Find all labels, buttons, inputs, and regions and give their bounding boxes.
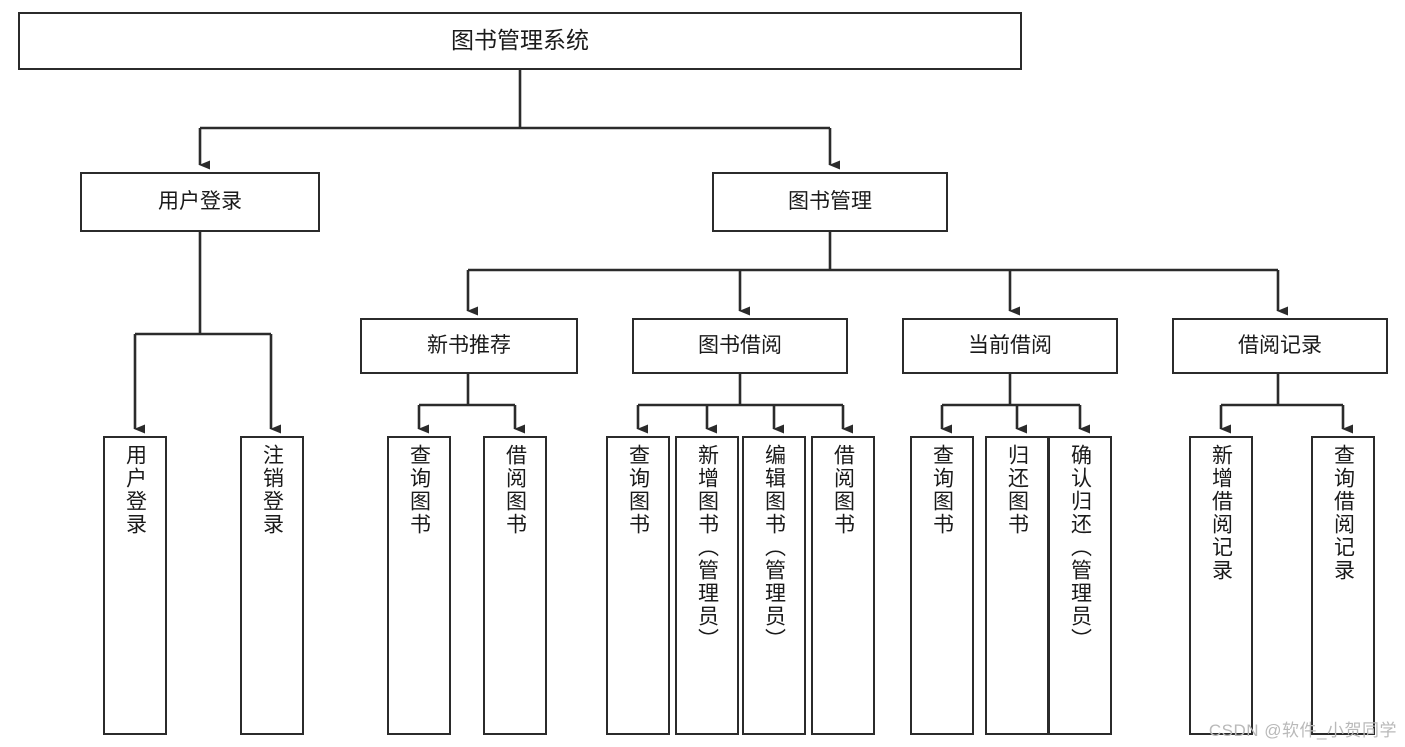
node-borrow-record[interactable]: 借阅记录 bbox=[1172, 318, 1388, 374]
node-leaf-add-book[interactable]: 新增图书（管理员） bbox=[675, 436, 739, 735]
node-leaf-user-logout-label: 注销登录 bbox=[260, 444, 284, 536]
node-leaf-return-book[interactable]: 归还图书 bbox=[985, 436, 1049, 735]
node-leaf-query-book-3-label: 查询图书 bbox=[930, 444, 954, 536]
node-book-manage[interactable]: 图书管理 bbox=[712, 172, 948, 232]
node-root-system-label: 图书管理系统 bbox=[451, 27, 589, 54]
watermark-text: CSDN @软件_小贺同学 bbox=[1208, 721, 1397, 740]
node-leaf-query-book-1[interactable]: 查询图书 bbox=[387, 436, 451, 735]
node-current-borrow[interactable]: 当前借阅 bbox=[902, 318, 1118, 374]
node-new-book-recommend-label: 新书推荐 bbox=[427, 333, 511, 357]
node-leaf-borrow-book-2[interactable]: 借阅图书 bbox=[811, 436, 875, 735]
node-leaf-return-book-label: 归还图书 bbox=[1005, 444, 1029, 536]
node-book-borrow-label: 图书借阅 bbox=[698, 333, 782, 357]
node-leaf-query-record-label: 查询借阅记录 bbox=[1331, 444, 1355, 582]
node-leaf-confirm-return[interactable]: 确认归还（管理员） bbox=[1048, 436, 1112, 735]
node-user-login-label: 用户登录 bbox=[158, 189, 242, 213]
node-leaf-query-book-3[interactable]: 查询图书 bbox=[910, 436, 974, 735]
node-leaf-add-record[interactable]: 新增借阅记录 bbox=[1189, 436, 1253, 735]
node-leaf-add-book-label: 新增图书（管理员） bbox=[695, 444, 719, 651]
node-current-borrow-label: 当前借阅 bbox=[968, 333, 1052, 357]
node-borrow-record-label: 借阅记录 bbox=[1238, 333, 1322, 357]
node-leaf-query-record[interactable]: 查询借阅记录 bbox=[1311, 436, 1375, 735]
node-leaf-query-book-2-label: 查询图书 bbox=[626, 444, 650, 536]
node-leaf-user-login-label: 用户登录 bbox=[123, 444, 147, 536]
node-leaf-add-record-label: 新增借阅记录 bbox=[1209, 444, 1233, 582]
node-leaf-query-book-2[interactable]: 查询图书 bbox=[606, 436, 670, 735]
node-leaf-confirm-return-label: 确认归还（管理员） bbox=[1068, 444, 1092, 651]
node-leaf-user-login[interactable]: 用户登录 bbox=[103, 436, 167, 735]
node-book-borrow[interactable]: 图书借阅 bbox=[632, 318, 848, 374]
node-leaf-borrow-book-1[interactable]: 借阅图书 bbox=[483, 436, 547, 735]
node-leaf-borrow-book-1-label: 借阅图书 bbox=[503, 444, 527, 536]
node-leaf-edit-book[interactable]: 编辑图书（管理员） bbox=[742, 436, 806, 735]
node-book-manage-label: 图书管理 bbox=[788, 189, 872, 213]
node-leaf-query-book-1-label: 查询图书 bbox=[407, 444, 431, 536]
node-leaf-edit-book-label: 编辑图书（管理员） bbox=[762, 444, 786, 651]
node-root-system[interactable]: 图书管理系统 bbox=[18, 12, 1022, 70]
node-user-login[interactable]: 用户登录 bbox=[80, 172, 320, 232]
node-leaf-user-logout[interactable]: 注销登录 bbox=[240, 436, 304, 735]
node-leaf-borrow-book-2-label: 借阅图书 bbox=[831, 444, 855, 536]
node-new-book-recommend[interactable]: 新书推荐 bbox=[360, 318, 578, 374]
